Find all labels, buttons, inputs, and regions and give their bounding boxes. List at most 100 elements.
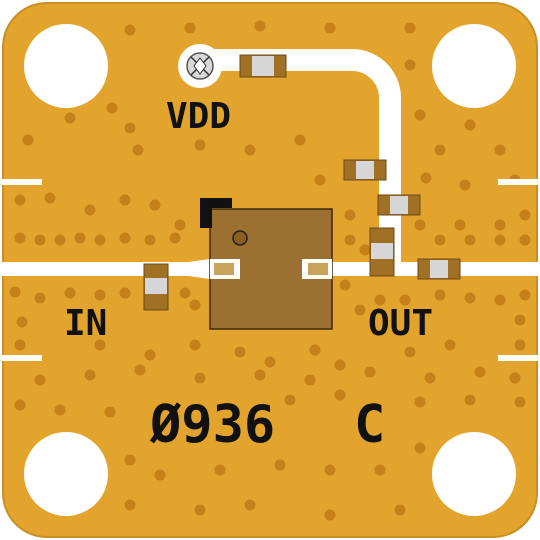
via bbox=[124, 122, 136, 134]
via bbox=[374, 464, 386, 476]
via bbox=[94, 289, 106, 301]
mount-hole-top-right bbox=[432, 24, 516, 108]
via bbox=[414, 396, 426, 408]
notch-right-bottom bbox=[498, 355, 540, 361]
via bbox=[394, 504, 406, 516]
via bbox=[434, 144, 446, 156]
via bbox=[434, 289, 446, 301]
via bbox=[514, 396, 526, 408]
via bbox=[324, 509, 336, 521]
via bbox=[124, 24, 136, 36]
via bbox=[194, 139, 206, 151]
notch-left-bottom bbox=[0, 355, 42, 361]
via bbox=[179, 287, 191, 299]
capacitor-bias-low bbox=[377, 194, 421, 216]
via bbox=[254, 20, 266, 32]
via bbox=[354, 304, 366, 316]
vdd-label: VDD bbox=[166, 96, 231, 137]
via bbox=[54, 234, 66, 246]
capacitor-bias-top bbox=[239, 54, 287, 78]
via bbox=[374, 294, 386, 306]
via bbox=[444, 339, 456, 351]
via bbox=[454, 219, 466, 231]
via bbox=[194, 372, 206, 384]
via bbox=[414, 109, 426, 121]
via bbox=[304, 374, 316, 386]
capacitor-output bbox=[417, 258, 461, 280]
via bbox=[149, 199, 161, 211]
via bbox=[414, 219, 426, 231]
crossed-circle-icon bbox=[186, 52, 214, 80]
via bbox=[494, 219, 506, 231]
via bbox=[244, 499, 256, 511]
via bbox=[494, 234, 506, 246]
via bbox=[74, 232, 86, 244]
via bbox=[494, 144, 506, 156]
via bbox=[339, 279, 351, 291]
via bbox=[424, 372, 436, 384]
via bbox=[94, 234, 106, 246]
via bbox=[106, 102, 118, 114]
via bbox=[214, 464, 226, 476]
via bbox=[189, 339, 201, 351]
via bbox=[174, 219, 186, 231]
mount-hole-top-left bbox=[24, 24, 108, 108]
via bbox=[16, 316, 28, 328]
via bbox=[509, 372, 521, 384]
via bbox=[54, 404, 66, 416]
via bbox=[124, 499, 136, 511]
via bbox=[334, 359, 346, 371]
via bbox=[44, 192, 56, 204]
via bbox=[309, 344, 321, 356]
via bbox=[9, 286, 21, 298]
via bbox=[344, 209, 356, 221]
via bbox=[459, 179, 471, 191]
part-code-label: Ø936 bbox=[149, 395, 275, 455]
via-field bbox=[9, 20, 531, 521]
via bbox=[119, 287, 131, 299]
capacitor-bias-mid bbox=[343, 159, 387, 181]
via bbox=[124, 454, 136, 466]
via bbox=[244, 144, 256, 156]
via bbox=[154, 469, 166, 481]
chip-output-pad bbox=[302, 259, 332, 279]
via bbox=[234, 346, 246, 358]
via bbox=[94, 339, 106, 351]
via bbox=[144, 234, 156, 246]
mount-hole-bottom-right bbox=[432, 432, 516, 516]
via bbox=[64, 112, 76, 124]
via bbox=[254, 369, 266, 381]
via bbox=[119, 232, 131, 244]
input-trace bbox=[0, 262, 190, 276]
via bbox=[104, 406, 116, 418]
in-label: IN bbox=[64, 303, 107, 344]
notch-right-top bbox=[498, 179, 540, 185]
via bbox=[274, 459, 286, 471]
via bbox=[284, 394, 296, 406]
via bbox=[420, 172, 432, 184]
via bbox=[404, 59, 416, 71]
via bbox=[464, 119, 476, 131]
via bbox=[189, 299, 201, 311]
via bbox=[519, 289, 531, 301]
via bbox=[324, 22, 336, 34]
via bbox=[334, 389, 346, 401]
orientation-dot-icon bbox=[232, 230, 248, 246]
mounting-holes bbox=[24, 24, 516, 516]
via bbox=[84, 204, 96, 216]
mount-hole-bottom-left bbox=[24, 432, 108, 516]
via bbox=[464, 292, 476, 304]
via bbox=[404, 346, 416, 358]
via bbox=[344, 234, 356, 246]
notch-left-top bbox=[0, 179, 42, 185]
revision-label: C bbox=[354, 395, 385, 455]
via bbox=[364, 366, 376, 378]
via bbox=[144, 349, 156, 361]
via bbox=[169, 232, 181, 244]
via bbox=[359, 244, 371, 256]
via bbox=[14, 399, 26, 411]
via bbox=[34, 374, 46, 386]
out-label: OUT bbox=[368, 303, 433, 344]
